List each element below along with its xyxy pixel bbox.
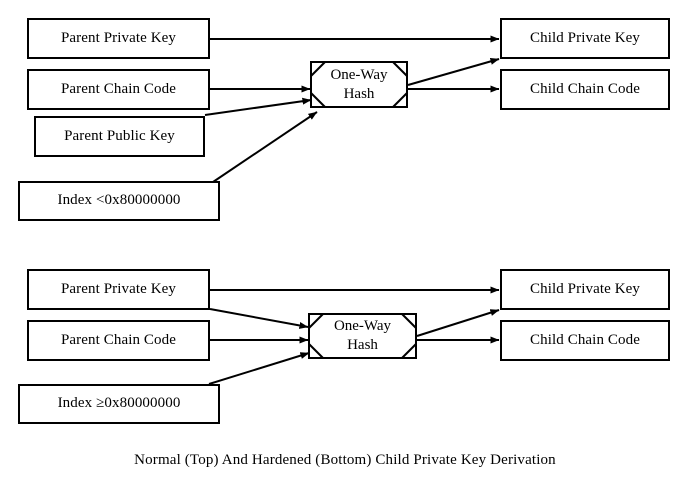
edge-index-to-hash-top xyxy=(212,111,318,183)
edge-parent-public-key-to-hash-top xyxy=(204,97,312,116)
node-label: Child Private Key xyxy=(529,29,641,46)
node-index-top: Index <0x80000000 xyxy=(18,181,220,221)
node-parent-chain-code-bottom: Parent Chain Code xyxy=(27,320,210,361)
node-label: Child Chain Code xyxy=(530,331,640,348)
node-child-chain-code-bottom: Child Chain Code xyxy=(500,320,670,361)
node-one-way-hash-bottom: One-Way Hash xyxy=(308,313,417,359)
node-child-private-key-top: Child Private Key xyxy=(500,18,670,59)
node-parent-private-key-top: Parent Private Key xyxy=(27,18,210,59)
node-index-bottom: Index ≥0x80000000 xyxy=(18,384,220,424)
node-label: Parent Private Key xyxy=(60,280,177,297)
node-label: Child Chain Code xyxy=(530,80,640,97)
node-label: Index <0x80000000 xyxy=(57,192,181,209)
node-parent-private-key-bottom: Parent Private Key xyxy=(27,269,210,310)
hash-frame-icon xyxy=(308,313,417,359)
node-label: Parent Chain Code xyxy=(60,80,176,97)
edge-parent-private-key-to-hash-bottom xyxy=(209,308,309,329)
node-label: Parent Public Key xyxy=(64,127,175,144)
node-parent-public-key-top: Parent Public Key xyxy=(34,116,205,157)
edge-hash-to-child-private-key-top xyxy=(407,57,500,86)
node-label: Parent Chain Code xyxy=(60,331,176,348)
node-parent-chain-code-top: Parent Chain Code xyxy=(27,69,210,110)
hash-frame-icon xyxy=(310,61,408,108)
node-label: Parent Private Key xyxy=(60,29,177,46)
node-child-private-key-bottom: Child Private Key xyxy=(500,269,670,310)
node-label: Child Private Key xyxy=(529,280,641,297)
edge-index-to-hash-bottom xyxy=(208,352,310,385)
node-child-chain-code-top: Child Chain Code xyxy=(500,69,670,110)
edge-hash-to-child-private-key-bottom xyxy=(416,309,500,337)
node-one-way-hash-top: One-Way Hash xyxy=(310,61,408,108)
figure-caption: Normal (Top) And Hardened (Bottom) Child… xyxy=(134,452,556,468)
node-label: Index ≥0x80000000 xyxy=(57,395,181,412)
